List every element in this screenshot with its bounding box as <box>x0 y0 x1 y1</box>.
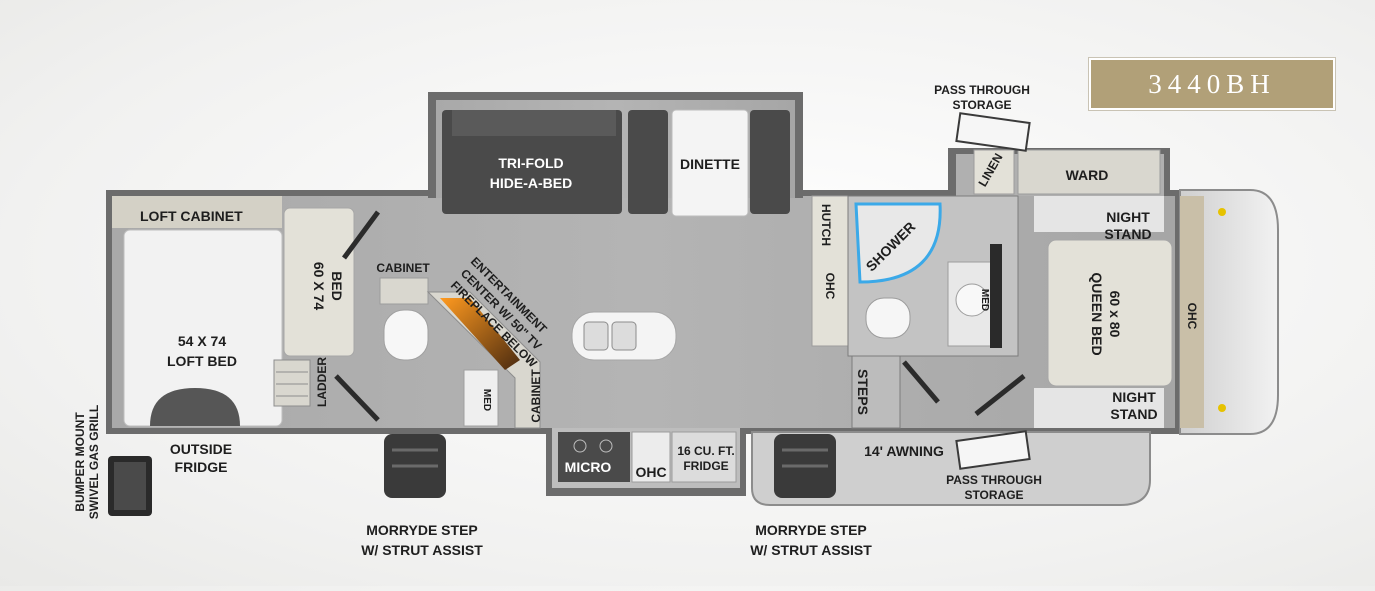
label-pass-through-top: PASS THROUGH <box>934 83 1030 97</box>
label-pass-through-bottom-2: STORAGE <box>964 488 1023 502</box>
label-micro: MICRO <box>565 459 612 475</box>
label-dinette: DINETTE <box>680 156 740 172</box>
label-ohc-front: OHC <box>1185 303 1199 330</box>
kitchen-ohc <box>631 431 671 483</box>
microwave-stove <box>558 432 630 482</box>
label-queen-bed: QUEEN BED <box>1089 272 1105 355</box>
bathroom <box>847 195 1019 357</box>
bedroom <box>973 149 1173 428</box>
entertainment-center <box>379 277 541 429</box>
pass-through-storage-top <box>955 112 1031 152</box>
label-night-stand-top-2: STAND <box>1104 226 1151 242</box>
label-bed-size: 60 X 74 <box>311 262 327 310</box>
label-step-left-2: W/ STRUT ASSIST <box>361 542 483 558</box>
label-sofa-2: HIDE-A-BED <box>490 175 572 191</box>
label-night-stand-top: NIGHT <box>1106 209 1150 225</box>
refrigerator <box>671 431 737 483</box>
label-cabinet-upper: CABINET <box>376 261 430 275</box>
front-light-icon <box>1218 404 1226 412</box>
label-queen-size: 60 x 80 <box>1107 291 1123 338</box>
label-ohc-hutch: OHC <box>823 273 837 300</box>
sink-basin <box>583 321 609 351</box>
sink-basin <box>611 321 637 351</box>
label-hutch: HUTCH <box>819 204 833 246</box>
awning-area <box>751 431 1151 506</box>
label-step-right-2: W/ STRUT ASSIST <box>750 542 872 558</box>
hutch <box>811 195 849 347</box>
label-loft-bed-size: 54 X 74 <box>178 333 226 349</box>
label-grill-2: SWIVEL GAS GRILL <box>87 405 101 519</box>
label-fridge: FRIDGE <box>683 459 728 473</box>
label-steps: STEPS <box>855 369 871 415</box>
label-ohc-kitchen: OHC <box>635 464 666 480</box>
label-ladder: LADDER <box>315 357 329 407</box>
label-ward: WARD <box>1066 167 1109 183</box>
steps <box>851 355 901 429</box>
morryde-step-right <box>774 434 836 498</box>
label-loft-bed: LOFT BED <box>167 353 237 369</box>
label-med-left: MED <box>481 389 492 411</box>
label-med-right: MED <box>979 289 990 311</box>
front-light-icon <box>1218 208 1226 216</box>
label-night-stand-bottom: NIGHT <box>1112 389 1156 405</box>
label-night-stand-bottom-2: STAND <box>1110 406 1157 422</box>
label-sofa: TRI-FOLD <box>498 155 563 171</box>
label-pass-through-top-2: STORAGE <box>952 98 1011 112</box>
living-slide <box>442 109 790 217</box>
label-grill-1: BUMPER MOUNT <box>73 412 87 512</box>
label-loft-cabinet: LOFT CABINET <box>140 208 243 224</box>
morryde-step-left <box>384 434 446 498</box>
front-ohc <box>1180 196 1204 428</box>
label-step-left: MORRYDE STEP <box>366 522 478 538</box>
label-step-right: MORRYDE STEP <box>755 522 867 538</box>
pass-through-storage-bottom <box>955 430 1031 470</box>
loft-area <box>112 196 355 427</box>
label-fridge-size: 16 CU. FT. <box>677 444 734 458</box>
label-pass-through-bottom: PASS THROUGH <box>946 473 1042 487</box>
model-number: 3440BH <box>1148 68 1276 99</box>
label-outside-fridge: OUTSIDE <box>170 441 232 457</box>
label-outside-fridge-2: FRIDGE <box>175 459 228 475</box>
label-bed: BED <box>329 271 345 301</box>
label-cabinet-lower: CABINET <box>529 369 543 423</box>
doors <box>334 210 1026 422</box>
model-badge: 3440BH <box>1088 57 1336 111</box>
front-cap <box>1179 189 1279 435</box>
label-awning: 14' AWNING <box>864 443 944 459</box>
